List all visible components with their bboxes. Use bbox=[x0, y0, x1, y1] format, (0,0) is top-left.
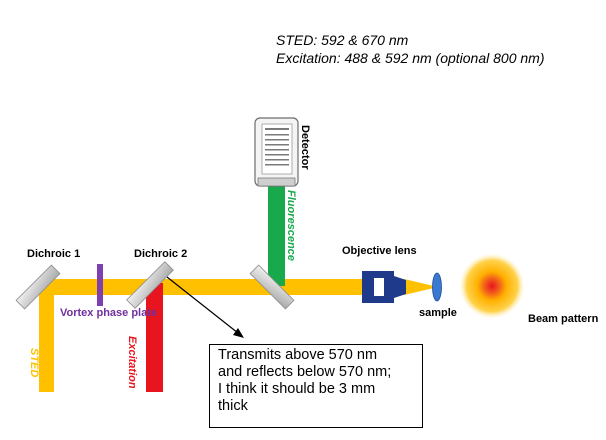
objective-lens-label: Objective lens bbox=[342, 245, 417, 257]
fluorescence-vertical-label: Fluorescence bbox=[285, 190, 297, 261]
fluorescence-dichroic-mirror bbox=[249, 264, 295, 310]
detector-vertical-label: Detector bbox=[299, 125, 311, 170]
note-line: I think it should be 3 mm bbox=[218, 381, 376, 397]
beam-pattern-spot bbox=[460, 254, 524, 318]
dichroic-2-label: Dichroic 2 bbox=[134, 248, 188, 260]
vortex-phase-plate bbox=[97, 264, 103, 306]
note-line: Transmits above 570 nm bbox=[218, 347, 378, 363]
pointer-arrow-line bbox=[166, 276, 239, 334]
sample-lens bbox=[432, 272, 442, 302]
note-line: thick bbox=[218, 398, 248, 414]
sted-vertical-label: STED bbox=[28, 348, 40, 378]
note-line: and reflects below 570 nm; bbox=[218, 364, 392, 380]
sted-wavelengths-text: STED: 592 & 670 nm bbox=[276, 32, 409, 48]
fluorescence-beam bbox=[268, 183, 285, 286]
sample-label: sample bbox=[419, 307, 457, 319]
excitation-beam bbox=[146, 283, 163, 392]
dichroic-1-label: Dichroic 1 bbox=[27, 248, 81, 260]
objective-lens-body bbox=[362, 271, 406, 303]
beam-pattern-label: Beam pattern bbox=[528, 313, 599, 325]
dichroic-2-mirror bbox=[126, 261, 174, 309]
excitation-wavelengths-text: Excitation: 488 & 592 nm (optional 800 n… bbox=[276, 50, 545, 66]
sted-beam-horizontal bbox=[39, 279, 363, 295]
vortex-phase-plate-label: Vortex phase plate bbox=[60, 307, 157, 319]
detector-device bbox=[254, 117, 299, 187]
focus-cone bbox=[404, 279, 438, 295]
excitation-vertical-label: Excitation bbox=[126, 336, 138, 389]
pointer-arrow-head bbox=[233, 328, 244, 338]
dichroic-1-mirror bbox=[15, 264, 61, 310]
dichroic-note-box: Transmits above 570 nm and reflects belo… bbox=[209, 344, 423, 428]
sted-beam-vertical bbox=[39, 288, 54, 392]
